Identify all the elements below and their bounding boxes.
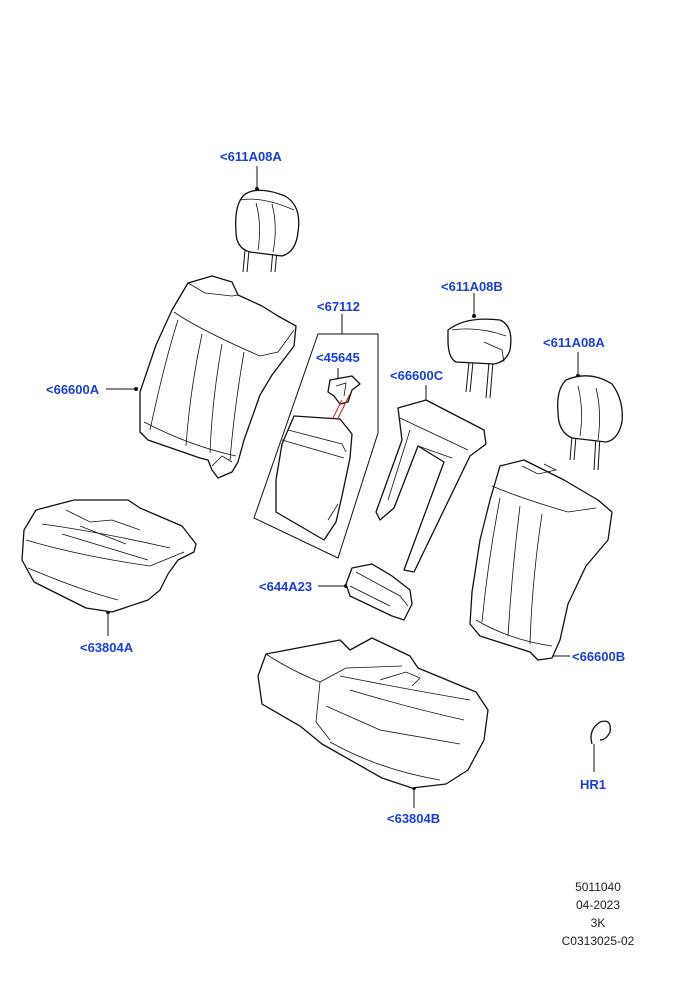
callout-backrest-right[interactable]: <66600B (572, 649, 626, 664)
headrest-left-drawing[interactable] (235, 166, 300, 273)
headrest-right-drawing[interactable] (557, 352, 623, 471)
illustration-date: 04-2023 (575, 898, 621, 912)
illustration-code: C0313025-02 (561, 934, 635, 948)
callout-cushion-right[interactable]: <63804B (387, 811, 441, 826)
illustration-number: 5011040 (575, 880, 621, 894)
callout-headrest-center[interactable]: <611A08B (441, 279, 503, 294)
headrest-center-drawing[interactable] (447, 293, 512, 399)
callout-bezel[interactable]: <644A23 (259, 579, 313, 594)
backrest-left-drawing[interactable] (106, 275, 297, 479)
callout-cushion-left[interactable]: <63804A (80, 640, 134, 655)
callout-headrest-left[interactable]: <611A08A (220, 149, 282, 164)
cushion-left-drawing[interactable] (21, 499, 197, 636)
backrest-right-drawing[interactable] (469, 459, 613, 661)
hog-ring-drawing[interactable] (590, 720, 611, 772)
callout-hog-ring[interactable]: HR1 (580, 777, 607, 792)
cushion-right-drawing[interactable] (257, 637, 489, 808)
frame-group-drawing[interactable] (253, 314, 379, 559)
callout-armrest-back[interactable]: <66600C (390, 368, 444, 383)
armrest-back-drawing[interactable] (375, 385, 487, 573)
bezel-drawing[interactable] (318, 563, 413, 621)
callout-headrest-right[interactable]: <611A08A (543, 335, 605, 350)
callout-frame-group[interactable]: <67112 (317, 299, 361, 314)
callout-clip[interactable]: <45645 (316, 350, 360, 365)
callout-backrest-left[interactable]: <66600A (46, 382, 100, 397)
illustration-revision: 3K (590, 916, 606, 930)
